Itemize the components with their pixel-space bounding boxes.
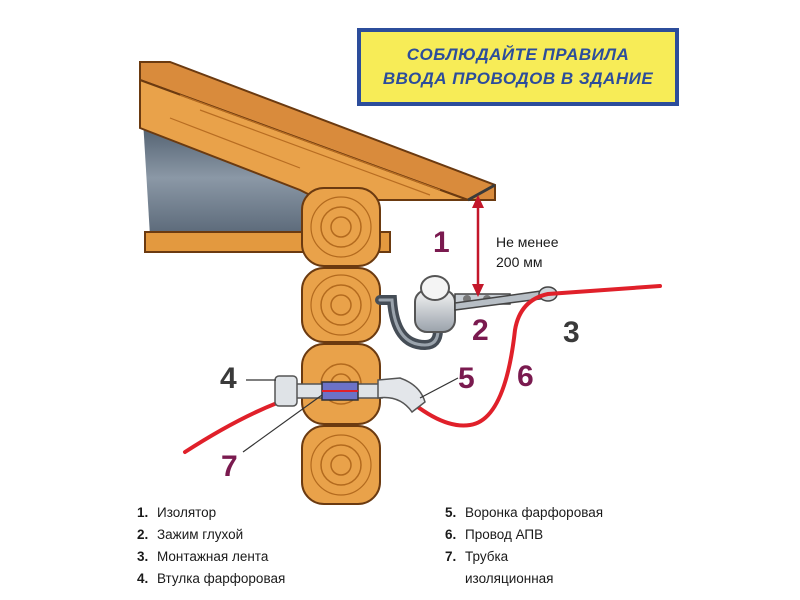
insulator — [414, 275, 456, 333]
callout-4: 4 — [220, 362, 237, 395]
callout-7: 7 — [221, 450, 238, 483]
porcelain-funnel — [377, 377, 426, 414]
legend-item-2: 2.Зажим глухой — [137, 527, 244, 542]
distance-label-line-2: 200 мм — [496, 254, 543, 270]
callout-1: 1 — [433, 226, 450, 259]
title-line-2: ВВОДА ПРОВОДОВ В ЗДАНИЕ — [382, 69, 654, 88]
callout-3: 3 — [563, 316, 580, 349]
title-banner: СОБЛЮДАЙТЕ ПРАВИЛА ВВОДА ПРОВОДОВ В ЗДАН… — [357, 28, 679, 106]
distance-arrow — [472, 195, 484, 297]
legend-item-6: 6.Провод АПВ — [445, 527, 544, 542]
callout-2: 2 — [472, 314, 489, 347]
title-line-1: СОБЛЮДАЙТЕ ПРАВИЛА — [406, 45, 630, 64]
legend-item-4: 4.Втулка фарфоровая — [137, 571, 286, 586]
legend-item-5: 5.Воронка фарфоровая — [445, 505, 604, 520]
callout-6: 6 — [517, 360, 534, 393]
legend-item-7: 7.Трубка — [445, 549, 509, 564]
callout-leaders — [242, 377, 459, 453]
log-2 — [301, 267, 381, 343]
distance-label: Не менее 200 мм — [496, 232, 559, 272]
legend-item-3: 3.Монтажная лента — [137, 549, 269, 564]
bush-outer-sleeve — [274, 375, 298, 407]
porcelain-bush — [291, 381, 383, 401]
log-1 — [301, 187, 381, 267]
roof-edge-line — [467, 183, 496, 202]
log-4 — [301, 425, 381, 505]
legend-item-1: 1.Изолятор — [137, 505, 217, 520]
roof-grain — [169, 94, 441, 196]
wire-apv — [183, 284, 662, 454]
callout-5: 5 — [458, 362, 475, 395]
legend-item-7-continued: изоляционная — [465, 571, 554, 586]
log-wall — [301, 187, 381, 505]
distance-label-line-1: Не менее — [496, 234, 559, 250]
